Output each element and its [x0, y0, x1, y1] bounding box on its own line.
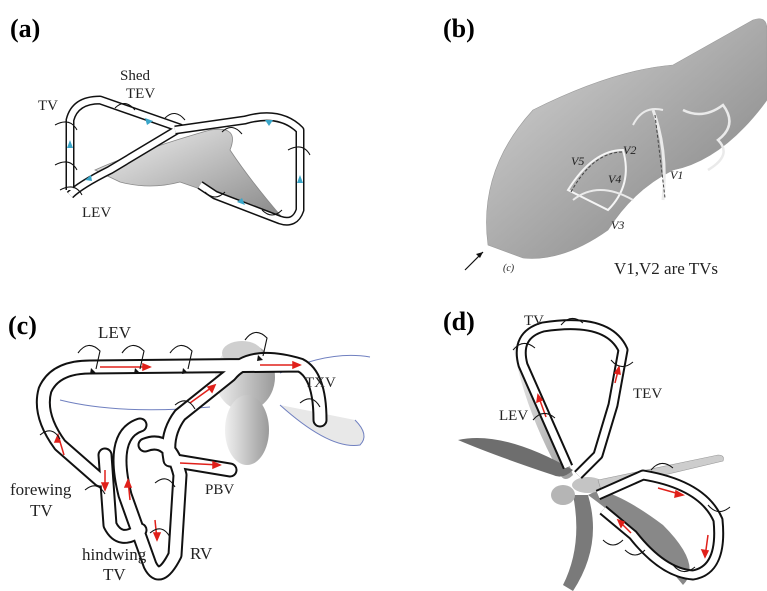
label-rv: RV	[190, 544, 212, 564]
vortex-tube	[43, 359, 320, 573]
label-lev: LEV	[98, 323, 131, 343]
label-v4: V4	[608, 172, 621, 187]
caption-tvs: V1,V2 are TVs	[614, 259, 718, 279]
label-shed: Shed	[120, 68, 150, 85]
panel-b: (b) V5 V2 V4 V1 V3 (c) V1,V2 are TVs	[383, 0, 767, 295]
label-v3: V3	[611, 218, 624, 233]
label-tev: TEV	[126, 86, 155, 103]
label-txv: TXV	[305, 375, 336, 392]
label-tev: TEV	[633, 386, 662, 403]
label-lev: LEV	[499, 408, 528, 425]
label-hindwing-tv: TV	[103, 565, 126, 585]
panel-b-diagram	[383, 0, 767, 295]
body-surface	[486, 19, 767, 259]
label-hindwing: hindwing	[82, 545, 146, 565]
wing-lower-left	[563, 495, 593, 591]
label-c: (c)	[503, 263, 514, 274]
label-v2: V2	[623, 143, 636, 158]
label-lev: LEV	[82, 205, 111, 222]
panel-a: (a)	[0, 0, 383, 295]
label-v1: V1	[670, 168, 683, 183]
insect-wing-shape	[95, 129, 280, 215]
panel-d: (d)	[383, 295, 767, 591]
label-tv: TV	[38, 98, 58, 115]
panel-c: (c)	[0, 295, 383, 591]
label-v5: V5	[571, 154, 584, 169]
label-forewing: forewing	[10, 480, 71, 500]
label-forewing-tv: TV	[30, 501, 53, 521]
panel-d-diagram	[383, 295, 767, 591]
panel-a-diagram	[0, 0, 383, 295]
label-tv: TV	[524, 313, 544, 330]
label-pbv: PBV	[205, 482, 234, 499]
